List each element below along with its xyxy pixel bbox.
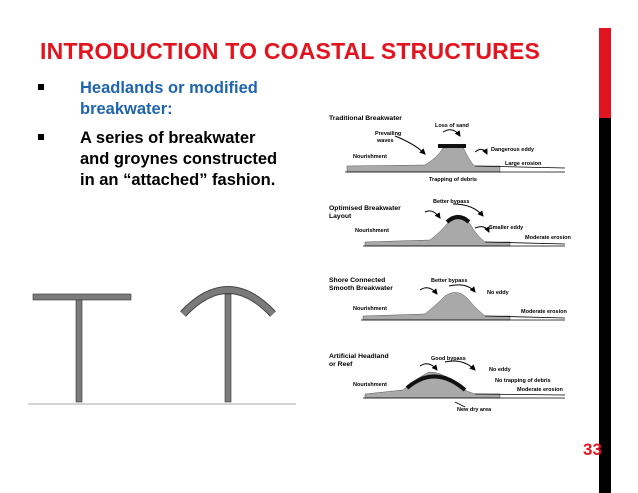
t-groyne-head: [32, 293, 132, 301]
bypass-arrow: [419, 287, 438, 295]
erosion-line: [484, 241, 566, 245]
label-bypass: Better bypass: [433, 199, 469, 205]
eddy-arrow: [474, 148, 488, 155]
panel-artificial-headland: Artificial Headland or Reef Good bypass …: [329, 353, 566, 413]
accent-bar-black: [599, 118, 611, 493]
loss-arrow: [442, 129, 461, 137]
curved-groyne-head: [180, 287, 276, 317]
breakwater-block: [438, 144, 466, 148]
accent-bar-red: [599, 28, 611, 118]
square-bullet-icon: [38, 84, 44, 90]
label-erosion: Moderate erosion: [517, 387, 563, 393]
erosion-line: [484, 315, 566, 319]
bullet-text: Headlands or modified breakwater:: [80, 79, 258, 118]
panel-heading: Layout: [329, 213, 352, 220]
eddy-arrow: [474, 226, 490, 233]
dry-area-leader: [454, 401, 466, 408]
bypass-arrow: [444, 360, 476, 371]
panel-heading: or Reef: [329, 361, 353, 368]
reef-structure: [405, 374, 467, 392]
label-waves-1: Prevailing: [375, 131, 401, 137]
bypass-arrow: [452, 203, 484, 217]
panel-shore-connected-breakwater: Shore Connected Smooth Breakwater Better…: [329, 277, 567, 321]
bypass-arrow: [448, 284, 476, 293]
label-dry-area: New dry area: [457, 407, 492, 413]
label-debris: Trapping of debris: [429, 177, 477, 183]
label-nourishment: Nourishment: [353, 154, 387, 160]
breakwater-comparison-diagram: Traditional Breakwater Loss of sand Prev…: [329, 115, 571, 413]
bullet-list: Headlands or modified breakwater: A seri…: [38, 78, 288, 197]
label-erosion: Moderate erosion: [521, 309, 567, 315]
label-erosion: Moderate erosion: [525, 235, 571, 241]
bullet-item: A series of breakwater and groynes const…: [38, 128, 288, 191]
label-erosion: Large erosion: [505, 161, 542, 167]
label-nourishment: Nourishment: [355, 228, 389, 234]
panel-heading: Artificial Headland: [329, 353, 389, 360]
label-nourishment: Nourishment: [353, 306, 387, 312]
label-waves-2: waves: [376, 138, 394, 144]
page-number: 33: [583, 440, 602, 459]
panel-heading: Traditional Breakwater: [329, 115, 402, 122]
bullet-text: A series of breakwater and groynes const…: [80, 129, 278, 189]
square-bullet-icon: [38, 134, 44, 140]
label-eddy: No eddy: [487, 290, 510, 296]
erosion-line: [474, 393, 566, 396]
label-loss: Loss of sand: [435, 123, 469, 129]
label-eddy: Smaller eddy: [489, 225, 524, 231]
bullet-item: Headlands or modified breakwater:: [38, 78, 288, 120]
bypass-arrow: [424, 210, 441, 219]
label-debris: No trapping of debris: [495, 378, 551, 384]
breakwater-block: [445, 215, 471, 224]
groyne-shapes-illustration: [28, 286, 296, 405]
sand-profile: [362, 292, 511, 321]
panel-heading: Optimised Breakwater: [329, 205, 401, 212]
panel-heading: Shore Connected: [329, 277, 385, 284]
panel-optimised-breakwater: Optimised Breakwater Layout Better bypas…: [329, 199, 571, 247]
slide-title: INTRODUCTION TO COASTAL STRUCTURES: [40, 38, 541, 64]
curved-groyne-stem: [224, 293, 232, 403]
label-bypass: Better bypass: [431, 278, 467, 284]
bypass-arrow: [419, 363, 438, 371]
label-nourishment: Nourishment: [353, 382, 387, 388]
panel-traditional-breakwater: Traditional Breakwater Loss of sand Prev…: [329, 115, 566, 183]
panel-heading: Smooth Breakwater: [329, 285, 393, 292]
wave-arrow: [394, 135, 426, 155]
label-bypass: Good bypass: [431, 356, 466, 362]
erosion-line: [474, 165, 566, 169]
label-eddy: Dangerous eddy: [491, 147, 535, 153]
t-groyne-stem: [75, 299, 83, 403]
label-eddy: No eddy: [489, 367, 512, 373]
